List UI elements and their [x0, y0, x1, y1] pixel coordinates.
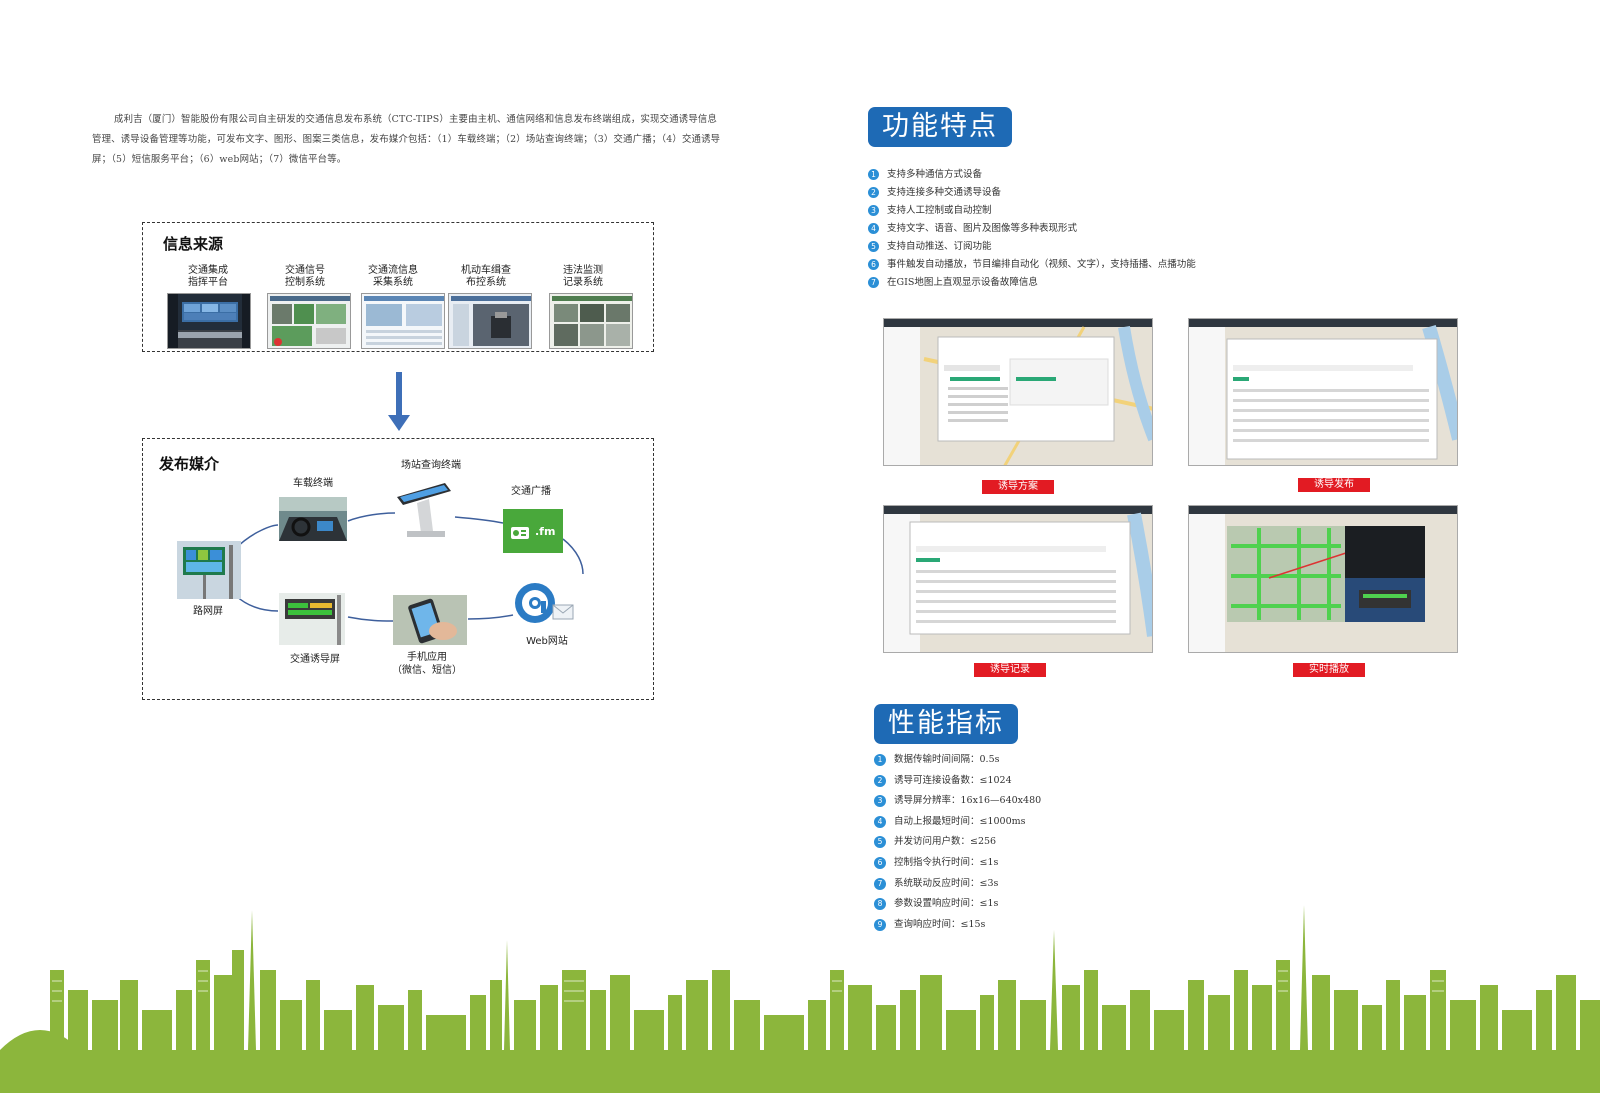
performance-item-3: 3 诱导屏分辨率：16x16—640x480 [874, 791, 1041, 812]
traffic-flow-image [361, 293, 445, 349]
performance-item-4: 4 自动上报最短时间：≤1000ms [874, 812, 1041, 833]
performance-text-5: 并发访问用户数：≤256 [894, 836, 997, 848]
caption-guidance-record: 诱导记录 [974, 663, 1046, 677]
performance-list: 1 数据传输时间间隔：0.5s 2 诱导可连接设备数：≤1024 3 诱导屏分辨率：1… [874, 750, 1041, 935]
source-label-3: 交通流信息 采集系统 [368, 265, 418, 288]
caption-guidance-plan: 诱导方案 [982, 480, 1054, 494]
screenshot-guidance-publish [1188, 318, 1458, 466]
caption-live-play: 实时播放 [1293, 663, 1365, 677]
road-network-screen-label: 路网屏 [193, 606, 223, 617]
feature-text-3: 支持人工控制或自动控制 [887, 205, 992, 216]
vehicle-check-image [448, 293, 532, 349]
feature-item-4: 4 支持文字、语音、图片及图像等多种表现形式 [868, 220, 1196, 238]
info-sources-title: 信息来源 [163, 235, 224, 253]
mobile-app-label: 手机应用 （微信、短信） [392, 652, 462, 676]
feature-text-5: 支持自动推送、订阅功能 [887, 241, 992, 252]
feature-number-5: 5 [868, 241, 879, 252]
performance-text-4: 自动上报最短时间：≤1000ms [894, 815, 1026, 827]
performance-item-7: 7 系统联动反应时间：≤3s [874, 874, 1041, 895]
flow-arrow-shaft [396, 372, 402, 418]
feature-number-2: 2 [868, 187, 879, 198]
performance-text-9: 查询响应时间：≤15s [894, 918, 986, 930]
feature-number-7: 7 [868, 277, 879, 288]
performance-number-4: 4 [874, 815, 886, 828]
kiosk-label: 场站查询终端 [401, 460, 461, 471]
performance-text-1: 数据传输时间间隔：0.5s [894, 754, 1000, 765]
performance-number-5: 5 [874, 836, 886, 849]
road-network-screen-image [177, 541, 241, 599]
info-sources-box: 信息来源 交通集成 指挥平台 交通信号 控制系统 交通流信息 采集系统 机动车缉… [142, 222, 654, 352]
guidance-screen-label: 交通诱导屏 [290, 654, 340, 665]
features-header: 功能特点 [868, 107, 1012, 147]
radio-image: .fm [503, 509, 563, 553]
media-box: 发布媒介 车载终端 场站查询终端 交通广播 [142, 438, 654, 700]
performance-number-2: 2 [874, 774, 886, 787]
performance-number-3: 3 [874, 795, 886, 808]
feature-number-6: 6 [868, 259, 879, 270]
screenshot-live-play [1188, 505, 1458, 653]
source-label-5: 违法监测 记录系统 [563, 265, 603, 288]
feature-text-7: 在GIS地图上直观显示设备故障信息 [887, 277, 1038, 288]
performance-text-6: 控制指令执行时间：≤1s [894, 856, 999, 868]
city-skyline-graphic [0, 905, 1600, 1093]
radio-label: 交通广播 [511, 486, 551, 497]
performance-number-6: 6 [874, 856, 886, 869]
performance-number-9: 9 [874, 918, 886, 931]
performance-number-8: 8 [874, 898, 886, 911]
performance-item-8: 8 参数设置响应时间：≤1s [874, 894, 1041, 915]
performance-item-6: 6 控制指令执行时间：≤1s [874, 853, 1041, 874]
feature-number-4: 4 [868, 223, 879, 234]
feature-item-7: 7 在GIS地图上直观显示设备故障信息 [868, 274, 1196, 292]
performance-text-3: 诱导屏分辨率：16x16—640x480 [894, 795, 1042, 807]
feature-text-2: 支持连接多种交通诱导设备 [887, 187, 1002, 198]
performance-item-1: 1 数据传输时间间隔：0.5s [874, 750, 1041, 771]
down-arrow-icon [388, 415, 410, 431]
source-label-1: 交通集成 指挥平台 [188, 265, 228, 288]
features-list: 1 支持多种通信方式设备 2 支持连接多种交通诱导设备 3 支持人工控制或自动控制 4… [868, 166, 1196, 292]
performance-number-7: 7 [874, 877, 886, 890]
performance-item-5: 5 并发访问用户数：≤256 [874, 832, 1041, 853]
feature-text-4: 支持文字、语音、图片及图像等多种表现形式 [887, 223, 1078, 234]
source-label-2: 交通信号 控制系统 [285, 265, 325, 288]
feature-item-5: 5 支持自动推送、订阅功能 [868, 238, 1196, 256]
guidance-screen-image [279, 593, 345, 645]
feature-number-3: 3 [868, 205, 879, 216]
performance-text-2: 诱导可连接设备数：≤1024 [894, 774, 1012, 786]
feature-item-3: 3 支持人工控制或自动控制 [868, 202, 1196, 220]
kiosk-image [393, 481, 455, 539]
source-label-4: 机动车缉查 布控系统 [461, 265, 511, 288]
performance-header: 性能指标 [874, 704, 1018, 744]
vehicle-terminal-image [279, 497, 347, 541]
media-title: 发布媒介 [159, 455, 220, 473]
vehicle-terminal-label: 车载终端 [293, 478, 333, 489]
feature-text-1: 支持多种通信方式设备 [887, 169, 983, 180]
intro-paragraph: 成利吉（厦门）智能股份有限公司自主研发的交通信息发布系统（CTC-TIPS）主要… [92, 114, 721, 165]
web-site-image [509, 579, 575, 629]
performance-item-9: 9 查询响应时间：≤15s [874, 915, 1041, 936]
performance-text-8: 参数设置响应时间：≤1s [894, 898, 999, 910]
signal-control-image [267, 293, 351, 349]
feature-item-6: 6 事件触发自动播放，节目编排自动化（视频、文字），支持插播、点播功能 [868, 256, 1196, 274]
feature-text-6: 事件触发自动播放，节目编排自动化（视频、文字），支持插播、点播功能 [887, 259, 1196, 270]
command-center-image [167, 293, 251, 349]
violation-monitor-image [549, 293, 633, 349]
mobile-app-image [393, 595, 467, 645]
web-site-label: Web网站 [526, 636, 568, 647]
caption-guidance-publish: 诱导发布 [1298, 478, 1370, 492]
screenshot-guidance-record [883, 505, 1153, 653]
feature-item-2: 2 支持连接多种交通诱导设备 [868, 184, 1196, 202]
performance-number-1: 1 [874, 754, 886, 766]
feature-number-1: 1 [868, 169, 879, 180]
performance-text-7: 系统联动反应时间：≤3s [894, 877, 999, 889]
performance-item-2: 2 诱导可连接设备数：≤1024 [874, 771, 1041, 792]
screenshot-guidance-plan [883, 318, 1153, 466]
radio-fm-logo: .fm [535, 525, 556, 538]
feature-item-1: 1 支持多种通信方式设备 [868, 166, 1196, 184]
